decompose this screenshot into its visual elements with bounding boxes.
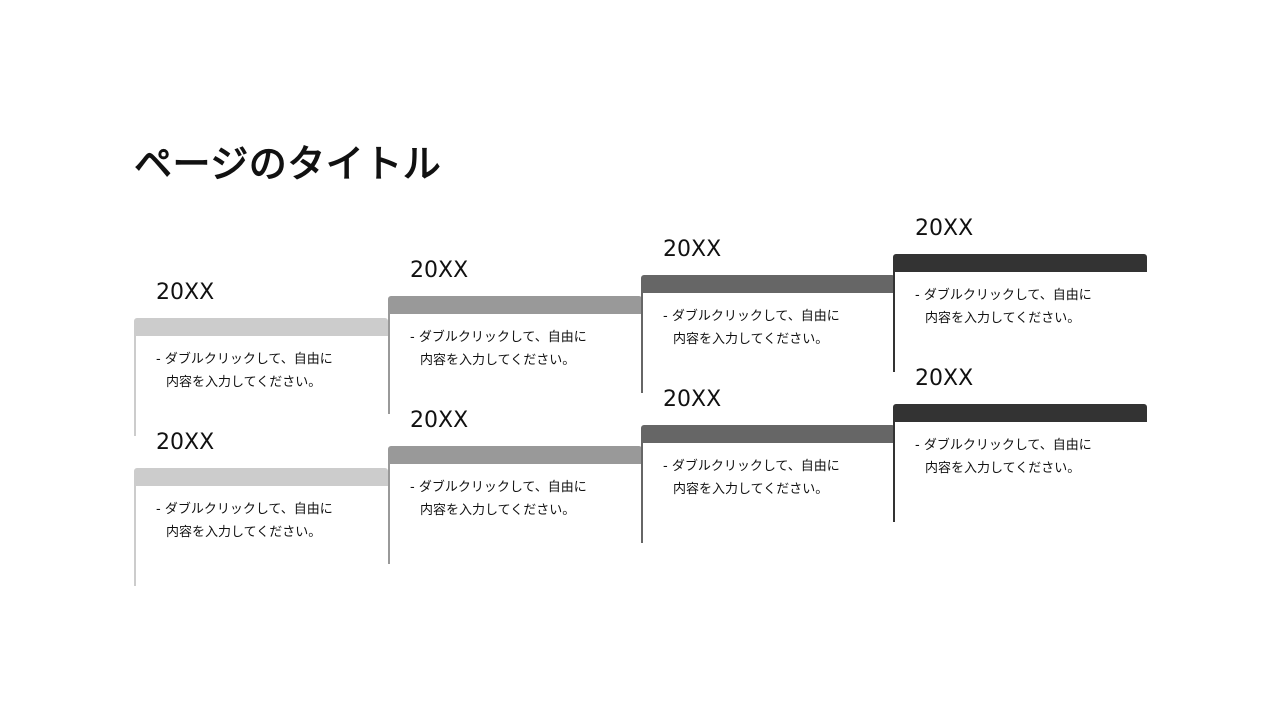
step-year: 20XX [156, 280, 215, 305]
step-description: - ダブルクリックして、自由に 内容を入力してください。 [410, 326, 587, 372]
step-year: 20XX [410, 258, 469, 283]
step-line [641, 443, 643, 543]
step-description-line: - ダブルクリックして、自由に [663, 459, 840, 474]
step-description: - ダブルクリックして、自由に 内容を入力してください。 [663, 305, 840, 351]
step-line [641, 293, 643, 393]
step-year: 20XX [663, 237, 722, 262]
timeline-step: 20XX - ダブルクリックして、自由に 内容を入力してください。 [388, 406, 642, 566]
step-description-line: - ダブルクリックして、自由に [410, 480, 587, 495]
step-description: - ダブルクリックして、自由に 内容を入力してください。 [156, 348, 333, 394]
step-description-line: 内容を入力してください。 [673, 482, 829, 497]
step-description: - ダブルクリックして、自由に 内容を入力してください。 [156, 498, 333, 544]
step-description-line: - ダブルクリックして、自由に [156, 352, 333, 367]
step-bar [134, 468, 388, 486]
timeline-step: 20XX - ダブルクリックして、自由に 内容を入力してください。 [893, 214, 1147, 374]
timeline-step: 20XX - ダブルクリックして、自由に 内容を入力してください。 [641, 235, 895, 395]
step-description-line: 内容を入力してください。 [925, 461, 1081, 476]
step-bar [134, 318, 388, 336]
step-line [893, 422, 895, 522]
step-bar [893, 404, 1147, 422]
step-description-line: 内容を入力してください。 [166, 525, 322, 540]
step-line [388, 464, 390, 564]
step-line [134, 336, 136, 436]
step-bar [388, 446, 642, 464]
step-description-line: - ダブルクリックして、自由に [410, 330, 587, 345]
step-description-line: 内容を入力してください。 [925, 311, 1081, 326]
step-description: - ダブルクリックして、自由に 内容を入力してください。 [915, 284, 1092, 330]
step-year: 20XX [915, 216, 974, 241]
step-line [134, 486, 136, 586]
step-description-line: - ダブルクリックして、自由に [663, 309, 840, 324]
step-year: 20XX [663, 387, 722, 412]
timeline-step: 20XX - ダブルクリックして、自由に 内容を入力してください。 [641, 385, 895, 545]
timeline-step: 20XX - ダブルクリックして、自由に 内容を入力してください。 [134, 278, 388, 438]
step-description-line: 内容を入力してください。 [420, 503, 576, 518]
timeline-step: 20XX - ダブルクリックして、自由に 内容を入力してください。 [388, 256, 642, 416]
step-bar [641, 275, 895, 293]
step-bar [388, 296, 642, 314]
timeline-step: 20XX - ダブルクリックして、自由に 内容を入力してください。 [893, 364, 1147, 524]
step-year: 20XX [915, 366, 974, 391]
step-description-line: - ダブルクリックして、自由に [915, 288, 1092, 303]
step-description-line: - ダブルクリックして、自由に [915, 438, 1092, 453]
step-description: - ダブルクリックして、自由に 内容を入力してください。 [663, 455, 840, 501]
step-description-line: 内容を入力してください。 [420, 353, 576, 368]
step-description: - ダブルクリックして、自由に 内容を入力してください。 [915, 434, 1092, 480]
step-description: - ダブルクリックして、自由に 内容を入力してください。 [410, 476, 587, 522]
step-description-line: 内容を入力してください。 [673, 332, 829, 347]
timeline-step: 20XX - ダブルクリックして、自由に 内容を入力してください。 [134, 428, 388, 588]
step-description-line: 内容を入力してください。 [166, 375, 322, 390]
step-description-line: - ダブルクリックして、自由に [156, 502, 333, 517]
step-bar [893, 254, 1147, 272]
page-title: ページのタイトル [134, 142, 442, 186]
step-year: 20XX [156, 430, 215, 455]
step-year: 20XX [410, 408, 469, 433]
step-line [893, 272, 895, 372]
step-line [388, 314, 390, 414]
step-bar [641, 425, 895, 443]
